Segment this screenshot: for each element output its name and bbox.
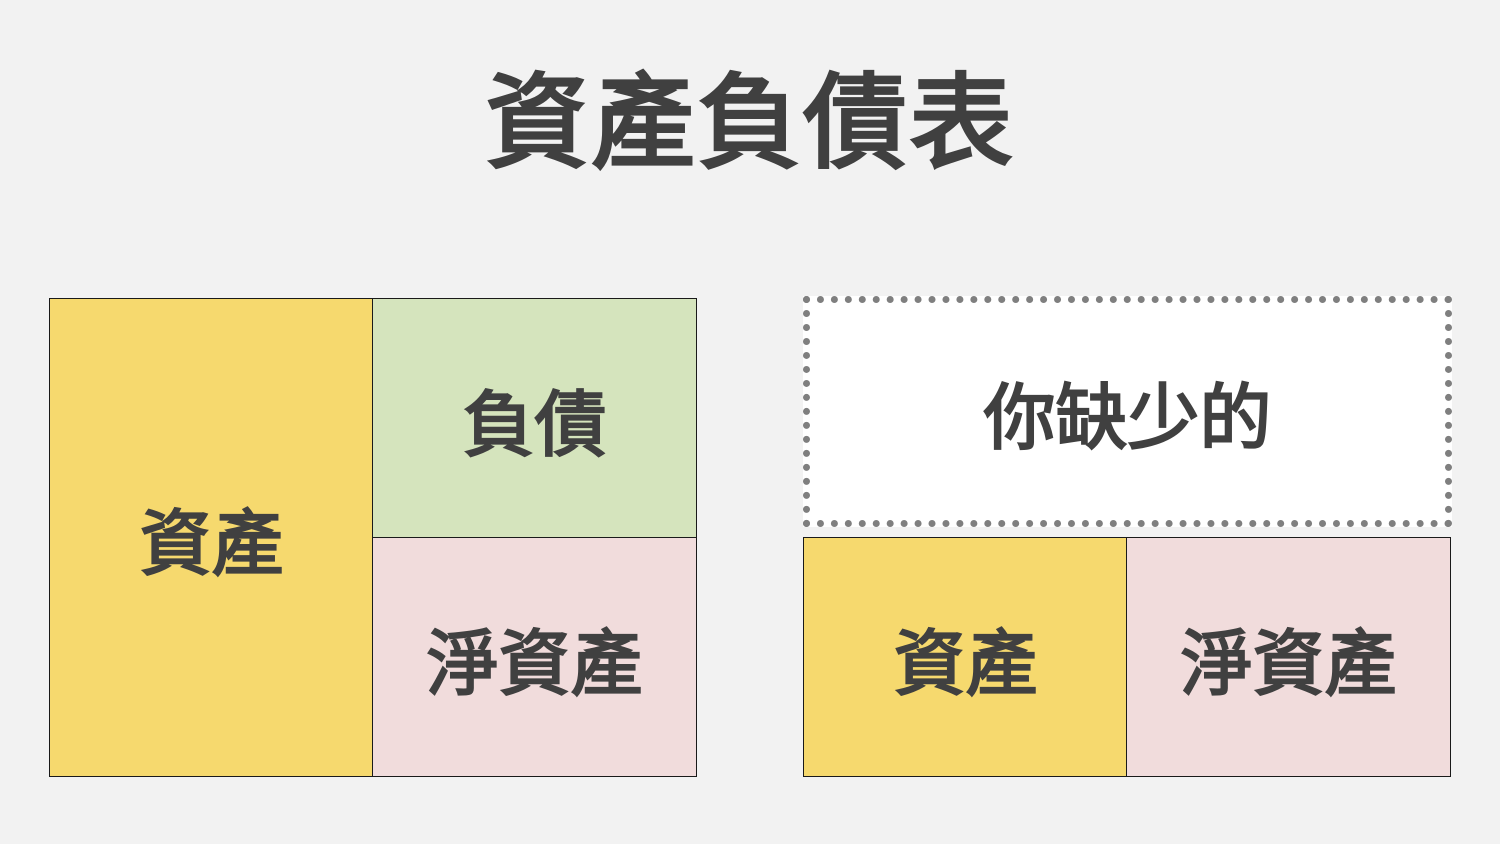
right-net-assets-label: 淨資產 bbox=[1180, 621, 1397, 706]
left-liabilities-block: 負債 bbox=[372, 298, 697, 539]
right-net-assets-block: 淨資產 bbox=[1126, 537, 1451, 777]
left-assets-block: 資產 bbox=[49, 298, 374, 777]
page-title: 資產負債表 bbox=[484, 61, 1015, 184]
left-net-assets-label: 淨資產 bbox=[426, 621, 643, 706]
left-liabilities-label: 負債 bbox=[462, 383, 607, 467]
left-assets-label: 資產 bbox=[139, 502, 284, 586]
left-net-assets-block: 淨資產 bbox=[372, 537, 697, 777]
right-assets-label: 資產 bbox=[893, 621, 1038, 706]
right-assets-block: 資產 bbox=[803, 537, 1128, 777]
missing-block: 你缺少的 bbox=[803, 296, 1452, 527]
missing-label: 你缺少的 bbox=[983, 376, 1272, 460]
